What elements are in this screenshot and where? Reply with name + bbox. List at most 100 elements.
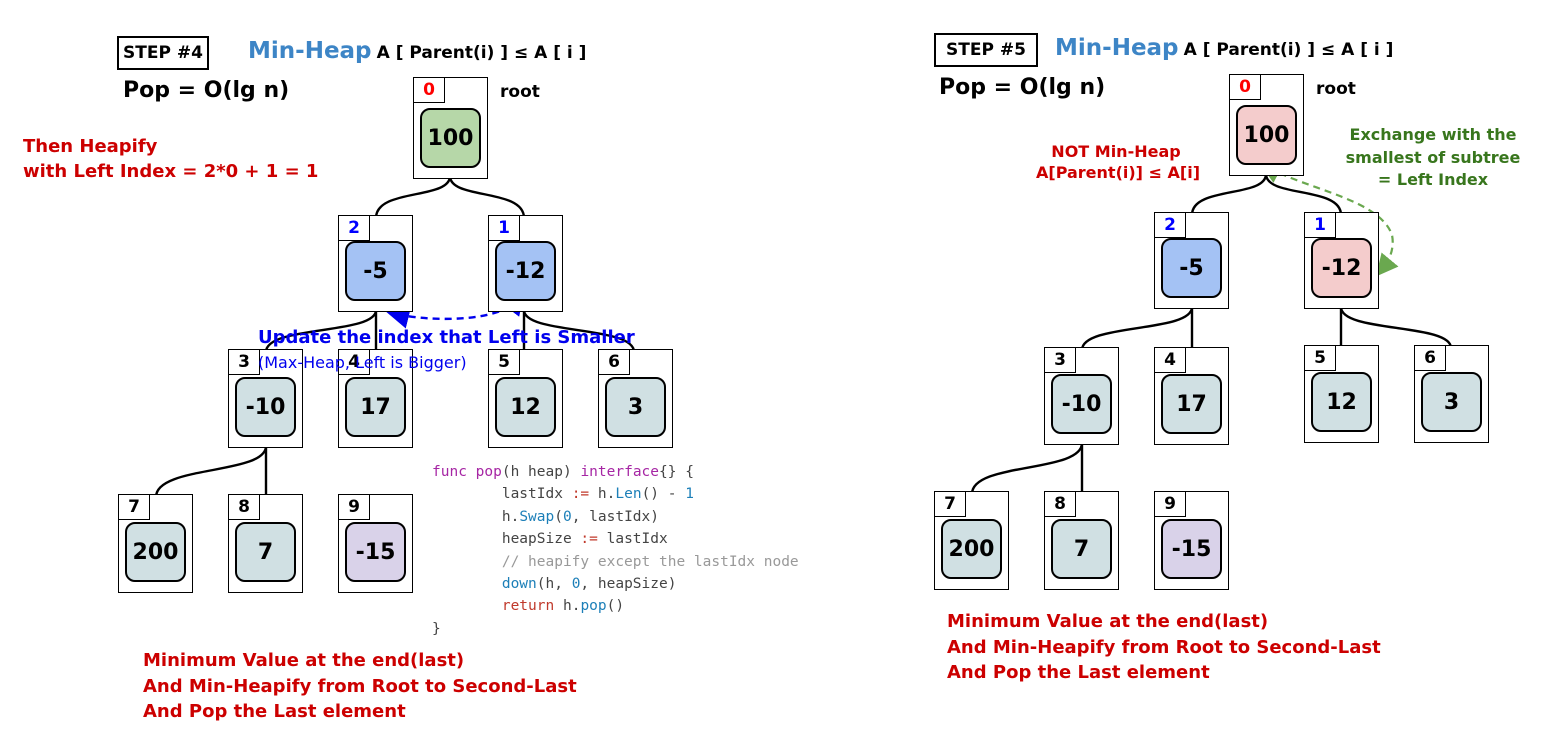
pop-complexity: Pop = O(lg n) (123, 78, 290, 103)
edge-r-3-7 (970, 442, 1084, 495)
pop-complexity-right: Pop = O(lg n) (939, 75, 1106, 100)
heap-node: 1-12 (488, 215, 563, 312)
not-heap-note: NOT Min-Heap A[Parent(i)] ≤ A[i] (1036, 141, 1201, 183)
node-index: 8 (228, 494, 260, 520)
edge-r-1-6 (1339, 306, 1453, 349)
exchange-note: Exchange with the smallest of subtree = … (1333, 124, 1533, 192)
edge-3-7 (154, 445, 268, 498)
heap-node: 2-5 (1154, 212, 1229, 309)
node-value: 3 (1421, 372, 1482, 432)
exchange-line2: smallest of subtree (1345, 147, 1521, 167)
heap-node: 1-12 (1304, 212, 1379, 309)
heap-formula: A [ Parent(i) ] ≤ A [ i ] (376, 43, 587, 63)
node-index: 2 (338, 215, 370, 241)
node-value: -10 (1051, 374, 1112, 434)
heap-title-right: Min-Heap (1055, 35, 1179, 61)
edge-1-6 (522, 309, 636, 353)
node-value: -12 (495, 241, 556, 301)
root-label: root (500, 82, 540, 102)
node-index: 8 (1044, 491, 1076, 517)
node-value: -12 (1311, 238, 1372, 298)
node-value: 12 (1311, 372, 1372, 432)
exchange-line3: = Left Index (1377, 170, 1489, 189)
heapify-note-line1: Then Heapify (23, 136, 158, 157)
heap-title: Min-Heap (248, 38, 372, 64)
update-note-sub: (Max-Heap, Left is Bigger) (258, 353, 467, 372)
exchange-arrow (1259, 162, 1399, 277)
not-heap-line2: A[Parent(i)] ≤ A[i] (1036, 163, 1201, 182)
heap-formula-right: A [ Parent(i) ] ≤ A [ i ] (1183, 40, 1394, 60)
node-index: 6 (1414, 345, 1446, 371)
node-index: 0 (413, 77, 445, 103)
node-value: 7 (235, 522, 296, 582)
node-index: 2 (1154, 212, 1186, 238)
edge-r-0-2 (1190, 173, 1268, 216)
node-value: 100 (1236, 105, 1297, 165)
heap-node: 3-10 (228, 349, 303, 448)
node-index: 4 (338, 349, 370, 375)
node-index: 5 (1304, 345, 1336, 371)
summary-right-line3: And Pop the Last element (947, 662, 1210, 683)
heap-node: 2-5 (338, 215, 413, 312)
node-index: 3 (228, 349, 260, 375)
update-note: Update the index that Left is Smaller (258, 327, 635, 348)
node-value: -5 (345, 241, 406, 301)
node-index: 1 (1304, 212, 1336, 238)
not-heap-line1: NOT Min-Heap (1051, 142, 1181, 161)
heap-heading: Min-Heap A [ Parent(i) ] ≤ A [ i ] (248, 38, 586, 64)
edge-r-2-3 (1080, 306, 1194, 351)
node-index: 6 (598, 349, 630, 375)
node-index: 4 (1154, 347, 1186, 373)
step-label-right: STEP #5 (934, 33, 1038, 67)
node-index: 9 (1154, 491, 1186, 517)
node-value: 200 (941, 519, 1002, 579)
node-index: 3 (1044, 347, 1076, 373)
edge-0-2 (374, 175, 452, 219)
node-value: 12 (495, 377, 556, 437)
edge-0-1 (448, 175, 526, 219)
node-value: 3 (605, 377, 666, 437)
node-value: 17 (1161, 374, 1222, 434)
heap-node: 9-15 (338, 494, 413, 593)
edge-2-3 (264, 309, 378, 353)
step-label: STEP #4 (117, 36, 209, 70)
edge-r-0-1 (1264, 173, 1343, 216)
node-index: 7 (934, 491, 966, 517)
summary-line2: And Min-Heapify from Root to Second-Last (143, 675, 577, 697)
heapify-note: Then Heapify with Left Index = 2*0 + 1 =… (23, 134, 318, 184)
node-index: 9 (338, 494, 370, 520)
node-index: 0 (1229, 74, 1261, 100)
node-index: 7 (118, 494, 150, 520)
summary-line1: Minimum Value at the end(last) (143, 650, 465, 671)
summary-right-line1: Minimum Value at the end(last) (947, 611, 1269, 632)
pop-code: func pop(h heap) interface{} { lastIdx :… (432, 464, 799, 637)
heapify-note-line2: with Left Index = 2*0 + 1 = 1 (23, 161, 319, 182)
node-value: -15 (1161, 519, 1222, 579)
node-index: 1 (488, 215, 520, 241)
node-value: -15 (345, 522, 406, 582)
node-value: 200 (125, 522, 186, 582)
node-value: 17 (345, 377, 406, 437)
heap-node: 3-10 (1044, 347, 1119, 445)
summary-right-line2: And Min-Heapify from Root to Second-Last (947, 636, 1381, 658)
heap-heading-right: Min-Heap A [ Parent(i) ] ≤ A [ i ] (1055, 35, 1393, 61)
node-value: -5 (1161, 238, 1222, 298)
bottom-summary-right: Minimum Value at the end(last) And Min-H… (947, 609, 1381, 686)
node-value: 100 (420, 108, 481, 168)
heap-node: 9-15 (1154, 491, 1229, 590)
exchange-line1: Exchange with the (1349, 125, 1517, 144)
node-value: -10 (235, 377, 296, 437)
